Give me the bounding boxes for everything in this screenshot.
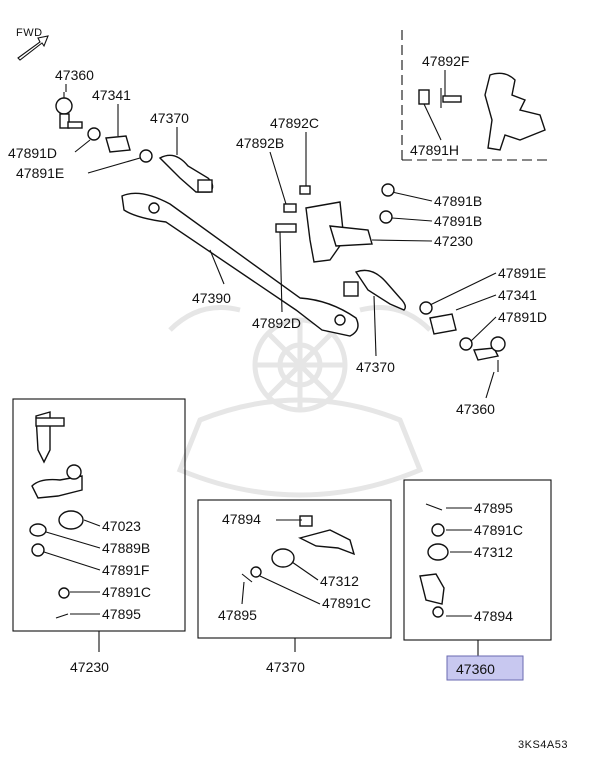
box-mid-item-4: 47891C (322, 595, 371, 611)
nut-mid (250, 566, 262, 578)
adjusting-sleeve-right (429, 313, 457, 335)
tie-rod-assembly (298, 515, 356, 556)
box-left-item-3: 47891F (102, 562, 149, 578)
boot-47312-r (427, 543, 449, 561)
tie-rod-left (158, 154, 214, 193)
label-47892F: 47892F (422, 53, 469, 69)
box-right-item-1: 47895 (474, 500, 513, 516)
boot-47312 (271, 548, 295, 568)
box-right-item-3: 47312 (474, 544, 513, 560)
watermark-emblem (168, 305, 432, 498)
box-left-item-5: 47895 (102, 606, 141, 622)
label-47892B: 47892B (236, 135, 284, 151)
box-left-item-1: 47023 (102, 518, 141, 534)
label-47892C: 47892C (270, 115, 319, 131)
label-47360-top: 47360 (55, 67, 94, 83)
label-47891B-2: 47891B (434, 213, 482, 229)
bushing-47023 (58, 510, 84, 530)
box-mid-item-2: 47312 (320, 573, 359, 589)
idler-arm (275, 185, 373, 263)
box-mid-item-3: 47895 (218, 607, 257, 623)
label-47891D-right: 47891D (498, 309, 547, 325)
cotter-pin-mid (241, 573, 253, 583)
nut-47891C (58, 587, 70, 599)
adjusting-sleeve-left (87, 127, 131, 153)
label-47370-top: 47370 (150, 110, 189, 126)
box-mid-item-1: 47894 (222, 511, 261, 527)
label-47360-right: 47360 (456, 401, 495, 417)
label-47891B-1: 47891B (434, 193, 482, 209)
washer-47889B (29, 523, 47, 537)
label-47891D-left: 47891D (8, 145, 57, 161)
label-47390: 47390 (192, 290, 231, 306)
tie-rod-end-left (55, 92, 83, 129)
box-mid-title: 47370 (266, 659, 305, 675)
box-right-item-2: 47891C (474, 522, 523, 538)
label-47370-bottom: 47370 (356, 359, 395, 375)
cotter-pin-47895-r (425, 503, 443, 511)
label-47341-right: 47341 (498, 287, 537, 303)
idler-arm-assembly (31, 411, 83, 499)
box-right-title[interactable]: 47360 (456, 661, 495, 677)
label-47891H: 47891H (410, 142, 459, 158)
nut-47891F (31, 543, 45, 557)
nut-47891C-r (431, 523, 445, 537)
box-left-item-2: 47889B (102, 540, 150, 556)
label-47892D: 47892D (252, 315, 301, 331)
center-link (121, 192, 359, 337)
label-47891E-right: 47891E (498, 265, 546, 281)
label-47230-top: 47230 (434, 233, 473, 249)
tie-rod-right (343, 269, 407, 311)
label-47341-top: 47341 (92, 87, 131, 103)
ball-joint-47894 (419, 573, 445, 618)
inset-bracket (401, 30, 548, 161)
box-left-item-4: 47891C (102, 584, 151, 600)
fwd-arrow-icon (17, 35, 49, 61)
label-47891E-left: 47891E (16, 165, 64, 181)
catalog-code: 3KS4A53 (518, 739, 568, 751)
tie-rod-end-right (473, 336, 506, 372)
fwd-label: FWD (16, 27, 43, 39)
highlight-47360[interactable] (446, 655, 524, 681)
cotter-pin-47895 (55, 613, 69, 619)
box-right-item-4: 47894 (474, 608, 513, 624)
box-left-title: 47230 (70, 659, 109, 675)
